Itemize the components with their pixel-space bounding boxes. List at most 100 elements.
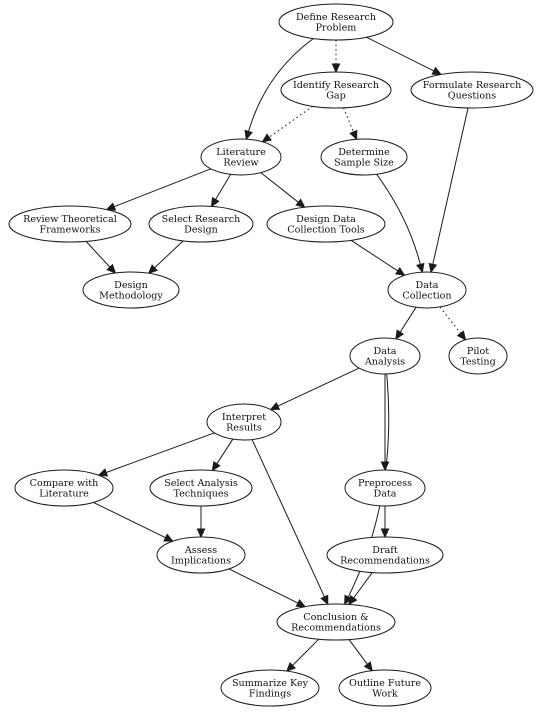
node-ellipse xyxy=(326,536,444,574)
node-label: Questions xyxy=(448,91,497,102)
node-label: Gap xyxy=(326,91,346,102)
node-ellipse xyxy=(148,205,254,243)
arrowhead-icon xyxy=(105,202,117,211)
node-label: Preprocess xyxy=(358,478,412,489)
node-ellipse xyxy=(206,403,282,441)
arrowhead-icon xyxy=(211,460,221,472)
edge-theory-to-methodology xyxy=(85,241,117,274)
node-label: Testing xyxy=(460,357,496,368)
node-ellipse xyxy=(349,337,421,375)
node-label: Determine xyxy=(338,147,390,158)
node-label: Review xyxy=(223,158,259,169)
arrowhead-icon xyxy=(261,133,272,143)
edge-define-to-identify xyxy=(331,40,341,74)
node-label: Identify Research xyxy=(293,80,379,91)
node-ellipse xyxy=(344,469,426,507)
node-ellipse xyxy=(82,271,180,309)
node-label: Collection Tools xyxy=(287,225,365,236)
edge-line xyxy=(292,638,320,666)
node-label: Literature xyxy=(39,489,89,500)
node-ellipse xyxy=(149,469,253,507)
edge-identify-to-literature xyxy=(261,105,314,143)
node-label: Select Analysis xyxy=(164,478,238,489)
arrowhead-icon xyxy=(394,266,406,276)
arrowhead-icon xyxy=(97,468,109,477)
node-label: Compare with xyxy=(30,478,99,489)
edge-compare-to-assess xyxy=(93,501,174,542)
edge-define-to-literature xyxy=(244,38,314,141)
node-label: Formulate Research xyxy=(423,80,522,91)
arrowhead-icon xyxy=(348,594,358,606)
arrowhead-icon xyxy=(331,63,341,74)
edge-literature-to-tools xyxy=(260,172,306,208)
node-label: Draft xyxy=(372,545,398,556)
arrowhead-icon xyxy=(244,129,253,141)
arrowhead-icon xyxy=(106,263,117,274)
node-label: Work xyxy=(372,689,398,700)
node-label: Methodology xyxy=(99,291,163,302)
edge-identify-to-sample xyxy=(343,107,358,141)
node-ellipse xyxy=(387,271,467,309)
edge-line xyxy=(228,568,299,604)
node-label: Techniques xyxy=(173,489,228,500)
node-label: Design xyxy=(184,225,218,236)
edge-conclusion-to-summarize xyxy=(286,638,320,672)
arrowhead-icon xyxy=(286,661,297,672)
edge-line xyxy=(348,639,368,665)
edge-design-to-methodology xyxy=(147,240,184,275)
node-ellipse xyxy=(220,669,320,707)
arrowhead-icon xyxy=(431,66,443,76)
edge-line xyxy=(85,241,111,268)
node-label: Recommendations xyxy=(340,556,430,567)
node-label: Outline Future xyxy=(349,678,421,689)
node-conclusion: Conclusion &Recommendations xyxy=(276,603,396,641)
arrowhead-icon xyxy=(295,198,306,208)
edge-conclusion-to-outline xyxy=(348,639,373,672)
node-label: Literature xyxy=(216,147,266,158)
node-ellipse xyxy=(14,469,114,507)
edge-line xyxy=(350,239,399,272)
arrowhead-icon xyxy=(344,594,353,606)
node-label: Conclusion & xyxy=(303,612,369,623)
node-ellipse xyxy=(8,205,132,243)
edge-line xyxy=(366,36,435,72)
edge-line xyxy=(113,168,211,208)
node-ellipse xyxy=(448,337,508,375)
node-label: Findings xyxy=(249,689,291,700)
node-label: Assess xyxy=(184,545,217,556)
node-label: Problem xyxy=(316,23,357,34)
arrowhead-icon xyxy=(416,262,425,274)
arrowhead-icon xyxy=(163,533,174,542)
edge-line xyxy=(215,174,232,200)
arrowhead-icon xyxy=(395,329,405,340)
edge-line xyxy=(154,240,184,269)
node-ellipse xyxy=(320,138,408,176)
arrowhead-icon xyxy=(456,330,467,341)
edge-line xyxy=(260,172,299,203)
node-label: Design xyxy=(114,280,148,291)
arrowhead-icon xyxy=(210,196,220,208)
edge-line xyxy=(432,107,469,265)
edge-line xyxy=(343,107,354,133)
node-label: Recommendations xyxy=(291,623,381,634)
edge-line xyxy=(439,306,461,334)
edge-techniques-to-assess xyxy=(196,506,206,539)
edge-tools-to-collection xyxy=(350,239,406,276)
node-label: Frameworks xyxy=(39,225,100,236)
edge-interpret-to-compare xyxy=(97,432,215,477)
